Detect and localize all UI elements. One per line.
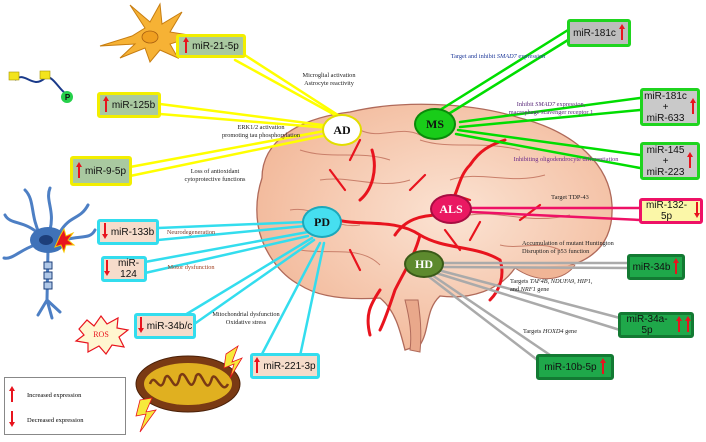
mirna-label: miR-34b [632, 261, 671, 273]
mirna-box-mir124: miR-124 [101, 256, 147, 282]
astrocyte-illustration [99, 2, 196, 63]
legend-label: Decreased expression [27, 416, 84, 424]
mirna-label: miR-132-5p [645, 200, 688, 222]
mirna-label: miR-125b [111, 99, 156, 111]
phosphate-label: P [64, 93, 71, 102]
arrow-up-icon [618, 23, 625, 43]
annotation-smad7-target: Target and inhibit SMAD7 expression [428, 45, 568, 61]
mirna-label: miR-10b-5p [544, 361, 597, 373]
mitochondrion-illustration [135, 344, 243, 433]
annotation-antioxidant: Loss of antioxidant cytoprotective funct… [184, 168, 246, 183]
phospho-chain-illustration [8, 70, 73, 103]
legend-label: Increased expression [27, 391, 82, 399]
mirna-label: miR-34a-5p [626, 314, 668, 336]
annotation-text: gene [535, 286, 550, 293]
mirna-box-mir133b: miR-133b [97, 219, 159, 245]
annotation-text: and [510, 286, 520, 293]
gene-name: NRF1 [520, 286, 536, 293]
annotation-motor: Motor dysfunction [167, 264, 215, 271]
connector-lines [128, 28, 642, 364]
neuron-illustration [2, 186, 97, 320]
annotation-neurodegeneration: Neurodegeneration [166, 229, 216, 236]
mirna-label: miR-124 [117, 258, 140, 280]
annotation-text: expression, macrophage scavenger recepto… [508, 101, 594, 116]
legend-item-increased: Increased expression [9, 386, 81, 404]
disease-node-ms: MS [414, 108, 456, 140]
annotation-text: Target and inhibit [450, 53, 497, 60]
arrow-up-icon [685, 315, 691, 335]
annotation-smad7-inhibit: Inhibit SMAD7 expression, macrophage sca… [486, 93, 616, 117]
arrow-down-icon [694, 201, 700, 221]
mirna-label: miR-181c [573, 27, 616, 39]
mirna-label: miR-221-3p [263, 360, 316, 372]
annotation-oligo: Inhibiting oligodendrocyte differentiati… [513, 156, 619, 163]
arrow-down-icon [137, 316, 144, 336]
arrow-up-icon [689, 97, 696, 117]
ros-label: ROS [93, 330, 109, 339]
arrow-up-icon [687, 151, 694, 171]
mirna-box-mir34bc: miR-34b/c [134, 313, 196, 339]
annotation-hoxd: Targets HOXD4 gene [510, 320, 590, 336]
mirna-box-mir181c-633: miR-181c + miR-633 [640, 88, 700, 126]
gene-name: SMAD7 [496, 53, 517, 60]
mirna-box-mir221: miR-221-3p [250, 353, 320, 379]
legend: Increased expression Decreased expressio… [4, 377, 126, 435]
annotation-taf: Targets TAF4B, NDUFA9, HIP1, and NRF1 ge… [510, 270, 620, 294]
disease-node-pd: PD [302, 206, 342, 238]
arrow-up-icon [673, 257, 680, 277]
annotation-text: expression [516, 53, 546, 60]
annotation-text: Targets [522, 328, 543, 335]
arrow-down-icon [101, 222, 108, 242]
gene-name: TAF4B, NDUFA9, HIP1, [529, 278, 593, 285]
mirna-box-mir181c: miR-181c [567, 19, 631, 47]
disease-node-als: ALS [430, 194, 472, 224]
mirna-label: miR-181c + miR-633 [644, 90, 687, 124]
annotation-tdp43: Target TDP-43 [551, 194, 589, 201]
arrow-up-icon [102, 95, 109, 115]
legend-item-decreased: Decreased expression [9, 411, 84, 429]
arrow-up-icon [676, 315, 682, 335]
mirna-box-mir9: miR-9-5p [70, 156, 132, 186]
arrow-up-icon [599, 357, 606, 377]
mirna-box-mir145-223: miR-145 + miR-223 [640, 142, 700, 180]
arrow-up-icon [75, 161, 82, 181]
disease-node-ad: AD [322, 114, 362, 146]
arrow-down-icon [104, 259, 110, 279]
ros-burst [74, 314, 130, 355]
mirna-box-mir132: miR-132-5p [639, 198, 703, 224]
mirna-box-mir34a: miR-34a-5p [618, 312, 694, 338]
arrow-up-icon [254, 356, 261, 376]
mirna-label: miR-21-5p [192, 40, 239, 52]
disease-node-hd: HD [404, 250, 444, 278]
mirna-box-mir21: miR-21-5p [176, 34, 246, 58]
gene-name: HOXD4 [542, 328, 564, 335]
annotation-text: Inhibit [516, 101, 536, 108]
mirna-label: miR-34b/c [146, 320, 193, 332]
arrow-up-icon [183, 36, 190, 56]
annotation-microglial: Microglial activation Astrocyte reactivi… [302, 72, 356, 87]
mirna-box-mir10b: miR-10b-5p [536, 354, 614, 380]
mirna-box-mir125b: miR-125b [97, 92, 161, 118]
arrow-down-icon [9, 411, 15, 429]
annotation-huntingtin: Accumulation of mutant Huntington Disrup… [522, 240, 614, 255]
mirna-label: miR-145 + miR-223 [646, 144, 685, 178]
annotation-erk: ERK1/2 activation promoting tau phosphor… [221, 124, 300, 139]
annotation-text: Targets [510, 278, 530, 285]
arrow-up-icon [9, 386, 15, 404]
annotation-mito: Mitochondrial dysfunction Oxidative stre… [212, 311, 280, 326]
gene-name: SMAD7 [535, 101, 556, 108]
mirna-box-mir34b: miR-34b [627, 254, 685, 280]
annotation-text: gene [563, 328, 577, 335]
mirna-label: miR-9-5p [84, 165, 127, 177]
mirna-label: miR-133b [110, 226, 155, 238]
